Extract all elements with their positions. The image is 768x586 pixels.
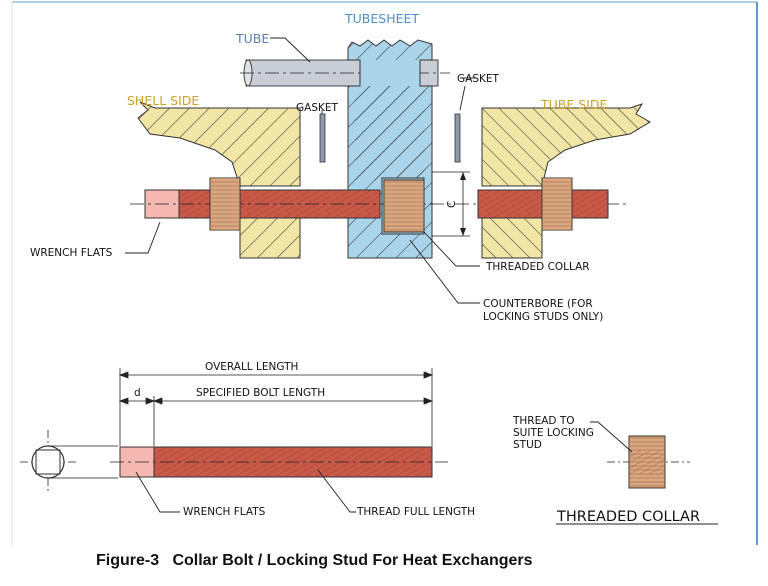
dim-d-label: d (134, 387, 141, 399)
gasket-left (319, 113, 326, 163)
tube-side-flange (481, 103, 651, 259)
leader-lines-bottom (135, 469, 356, 513)
shell-side-flange (137, 101, 301, 259)
wrench-flats-bottom-label: WRENCH FLATS (183, 506, 266, 518)
gasket-right (454, 113, 461, 163)
dim-c-label: C (446, 201, 458, 208)
specified-bolt-length-label: SPECIFIED BOLT LENGTH (196, 387, 325, 399)
nut-left (209, 177, 241, 231)
threaded-collar-top (383, 179, 425, 233)
gasket-left-label: GASKET (296, 102, 339, 114)
dimension-c (432, 171, 470, 237)
shell-side-label: SHELL SIDE (127, 93, 199, 108)
dimensions-bottom (118, 368, 434, 446)
thread-to-label-1: THREAD TO (512, 415, 575, 427)
counterbore-label-1: COUNTERBORE (FOR (483, 298, 593, 310)
tube-label: TUBE (235, 31, 269, 46)
leader-lines-top (125, 37, 480, 304)
overall-length-label: OVERALL LENGTH (205, 361, 298, 373)
nut-right (541, 177, 573, 231)
figure-caption: Figure-3 Collar Bolt / Locking Stud For … (96, 552, 533, 569)
threaded-collar-label: THREADED COLLAR (485, 261, 590, 273)
thread-to-label-3: STUD (513, 439, 542, 451)
bolt-end-view (20, 430, 118, 492)
thread-to-label-2: SUITE LOCKING (513, 427, 594, 439)
counterbore-label-2: LOCKING STUDS ONLY) (483, 311, 603, 323)
gasket-right-label: GASKET (457, 73, 500, 85)
wrench-flats-top-label: WRENCH FLATS (30, 247, 113, 259)
threaded-collar-detail (556, 421, 718, 525)
collar-bolt-side-view (110, 446, 448, 478)
threaded-collar-title: THREADED COLLAR (556, 509, 700, 525)
thread-full-length-label: THREAD FULL LENGTH (356, 506, 475, 518)
stud-bolt-left (130, 189, 630, 219)
tubesheet-label: TUBESHEET (344, 11, 419, 26)
tube-side-label: TUBE SIDE (540, 97, 607, 112)
